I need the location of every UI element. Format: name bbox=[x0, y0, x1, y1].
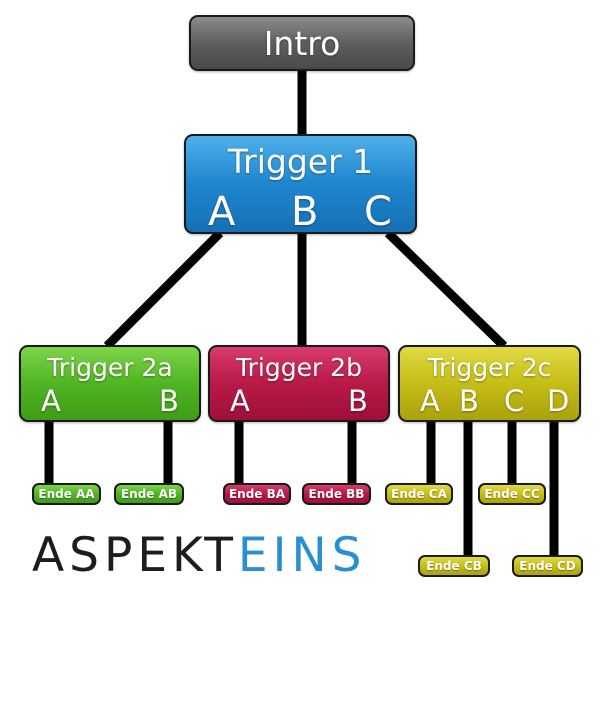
connector-trigger1-c bbox=[384, 229, 508, 350]
intro-title: Intro bbox=[263, 24, 341, 63]
trigger2b-option-a: A bbox=[230, 384, 250, 418]
trigger2c-node: Trigger 2c A B C D bbox=[398, 345, 581, 422]
trigger2b-option-b: B bbox=[348, 384, 368, 418]
trigger1-node: Trigger 1 A B C bbox=[184, 134, 417, 234]
trigger1-option-a: A bbox=[208, 189, 236, 235]
trigger2c-option-a: A bbox=[420, 384, 440, 418]
connector-trigger1-a bbox=[103, 229, 224, 350]
trigger1-option-c: C bbox=[364, 189, 392, 235]
intro-node: Intro bbox=[189, 15, 415, 71]
ending-cc: Ende CC bbox=[478, 483, 546, 505]
trigger1-option-b: B bbox=[291, 189, 319, 235]
logo-part2: EINS bbox=[237, 528, 367, 583]
trigger2a-option-a: A bbox=[41, 384, 61, 418]
trigger2b-title: Trigger 2b bbox=[236, 353, 362, 382]
trigger2b-node: Trigger 2b A B bbox=[208, 345, 390, 422]
ending-ca: Ende CA bbox=[385, 483, 453, 505]
trigger2c-option-c: C bbox=[504, 384, 525, 418]
ending-bb: Ende BB bbox=[302, 483, 371, 505]
ending-aa: Ende AA bbox=[32, 483, 101, 505]
ending-ba: Ende BA bbox=[223, 483, 291, 505]
aspekteins-logo: ASPEKTEINS bbox=[32, 528, 366, 584]
trigger1-title: Trigger 1 bbox=[227, 142, 374, 181]
ending-cb: Ende CB bbox=[418, 555, 490, 577]
trigger2a-title: Trigger 2a bbox=[47, 353, 173, 382]
trigger2a-option-b: B bbox=[159, 384, 179, 418]
ending-ab: Ende AB bbox=[114, 483, 184, 505]
trigger2c-option-d: D bbox=[547, 384, 570, 418]
trigger2c-title: Trigger 2c bbox=[427, 353, 552, 382]
trigger2a-node: Trigger 2a A B bbox=[19, 345, 201, 422]
logo-part1: ASPEKT bbox=[32, 528, 238, 583]
trigger2c-option-b: B bbox=[459, 384, 479, 418]
ending-cd: Ende CD bbox=[512, 555, 583, 577]
